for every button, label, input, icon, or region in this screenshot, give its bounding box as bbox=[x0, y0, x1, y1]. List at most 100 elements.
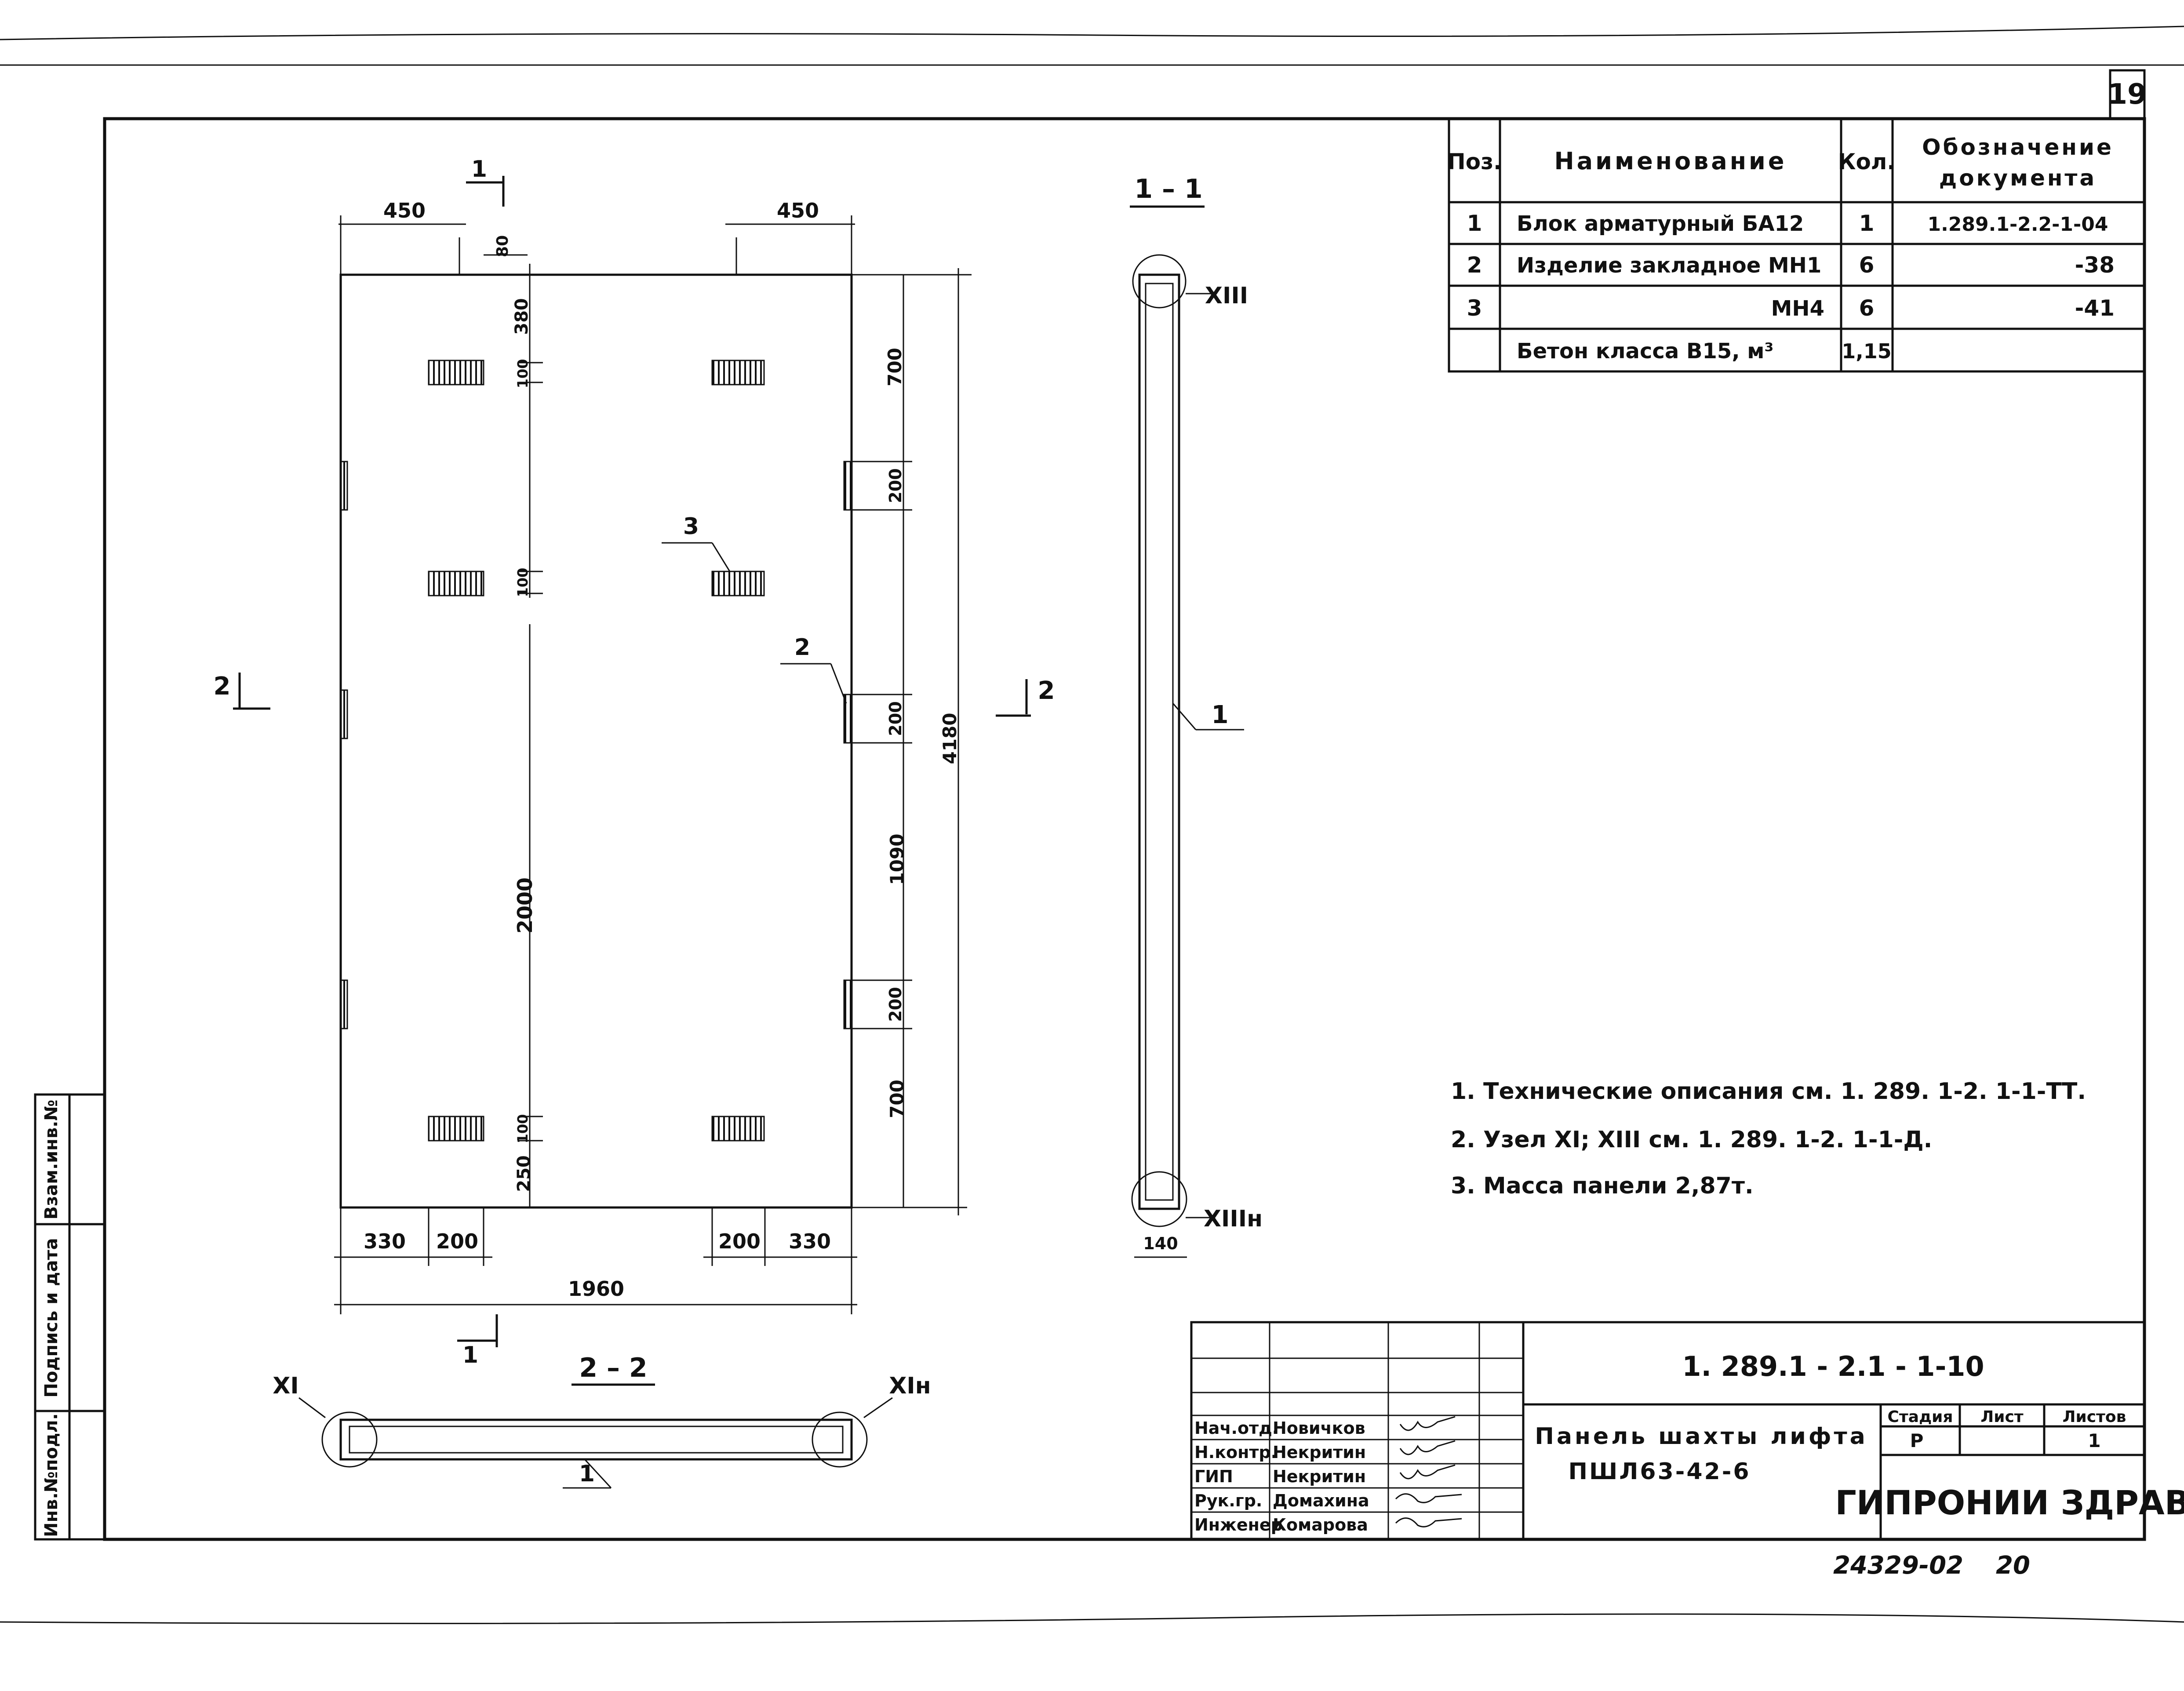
node-xi-right: XIн bbox=[889, 1373, 931, 1399]
embedded-plate-mn4 bbox=[428, 571, 484, 596]
staff-name-3: Некритин bbox=[1273, 1467, 1366, 1486]
spec-header-doc-1: Обозначение bbox=[1922, 135, 2114, 160]
dim-700-a: 700 bbox=[884, 348, 906, 386]
embedded-plate-mn1 bbox=[843, 694, 852, 744]
staff-role-2: Н.контр. bbox=[1194, 1443, 1277, 1462]
node-xi-left: XI bbox=[273, 1373, 298, 1399]
embedded-plate-mn1 bbox=[843, 979, 852, 1029]
signature bbox=[1399, 1416, 1456, 1431]
section-2-2-title: 2 – 2 bbox=[579, 1353, 647, 1383]
dim-top-450-left: 450 bbox=[383, 199, 426, 222]
node-xiii-top: XIII bbox=[1205, 283, 1248, 309]
staff-role-1: Нач.отд. bbox=[1194, 1418, 1278, 1438]
drawing-frame bbox=[103, 117, 2146, 1541]
dim-top-80: 80 bbox=[494, 235, 512, 257]
drawing-mark: ПШЛ63-42-6 bbox=[1568, 1458, 1751, 1485]
sheet-label: Лист bbox=[1980, 1408, 2023, 1426]
sheet-edge-bottom bbox=[0, 1613, 2184, 1624]
dim-200-a: 200 bbox=[886, 468, 905, 503]
section-2-2: 2 – 2 XI XIн 1 bbox=[273, 1353, 931, 1489]
organization-name: ГИПРОНИИ ЗДРАВ bbox=[1835, 1483, 2184, 1522]
spec-row-2-name: Изделие закладное МН1 bbox=[1517, 253, 1821, 278]
dim-200-b: 200 bbox=[886, 701, 905, 736]
embedded-plate-mn4 bbox=[428, 360, 484, 385]
dim-top-450-right: 450 bbox=[777, 199, 819, 222]
signature bbox=[1399, 1440, 1456, 1455]
spec-header-qty: Кол. bbox=[1838, 149, 1896, 175]
dim-100-a: 100 bbox=[514, 359, 531, 389]
spec-row-1-name: Блок арматурный БА12 bbox=[1517, 211, 1804, 236]
section-1-1: 1 – 1 XIII XIIIн 1 140 bbox=[1130, 174, 1263, 1258]
spec-row-3-doc: -41 bbox=[2075, 295, 2115, 321]
staff-name-2: Некритин bbox=[1273, 1443, 1366, 1462]
document-code: 1. 289.1 - 2.1 - 1-10 bbox=[1682, 1350, 1984, 1382]
dim-200-c: 200 bbox=[886, 987, 905, 1022]
sheet-edge-top bbox=[0, 25, 2184, 40]
dim-330-left: 330 bbox=[364, 1229, 406, 1253]
note-2: 2. Узел XI; XIII см. 1. 289. 1-2. 1-1-Д. bbox=[1451, 1127, 1932, 1153]
spec-row-4-name: Бетон класса В15, м³ bbox=[1517, 339, 1774, 364]
staff-name-1: Новичков bbox=[1273, 1418, 1365, 1438]
embedded-plate-mn4 bbox=[428, 1116, 484, 1142]
sheets-value: 1 bbox=[2088, 1430, 2100, 1451]
spec-row-1-doc: 1.289.1-2.2-1-04 bbox=[1927, 213, 2108, 236]
embedded-plate-mn4 bbox=[711, 1116, 765, 1142]
embedded-plate-mn4 bbox=[711, 360, 765, 385]
callout-item-2: 2 bbox=[794, 634, 810, 661]
section-mark-1-top: 1 bbox=[471, 156, 487, 182]
node-xiii-bottom: XIIIн bbox=[1204, 1206, 1263, 1232]
spec-row-3-pos: 3 bbox=[1467, 295, 1482, 321]
archive-suffix: 20 bbox=[1996, 1551, 2030, 1580]
title-block: Нач.отд. Новичков Н.контр. Некритин ГИП … bbox=[1190, 1321, 2184, 1541]
signature bbox=[1395, 1493, 1462, 1503]
stamp-sign-date: Подпись и дата bbox=[41, 1238, 62, 1397]
staff-name-4: Домахина bbox=[1273, 1491, 1369, 1510]
staff-role-3: ГИП bbox=[1194, 1467, 1233, 1486]
staff-role-5: Инженер bbox=[1194, 1515, 1283, 1535]
dim-140: 140 bbox=[1143, 1234, 1178, 1253]
signature bbox=[1395, 1517, 1462, 1527]
dim-2000: 2000 bbox=[513, 877, 537, 934]
spec-row-2-doc: -38 bbox=[2075, 252, 2115, 278]
signature bbox=[1399, 1464, 1456, 1480]
dim-4180: 4180 bbox=[939, 713, 961, 764]
spec-row-3-qty: 6 bbox=[1859, 295, 1875, 321]
embedded-plate-mn4 bbox=[711, 571, 765, 596]
side-stamp: Инв.№подл. Подпись и дата Взам.инв.№ bbox=[34, 1093, 106, 1541]
section-1-1-callout: 1 bbox=[1212, 701, 1229, 729]
notes: 1. Технические описания см. 1. 289. 1-2.… bbox=[1451, 1078, 2086, 1199]
section-mark-2-right: 2 bbox=[1038, 676, 1055, 705]
embedded-plate-mn1 bbox=[340, 461, 348, 511]
spec-header-pos: Поз. bbox=[1447, 149, 1502, 175]
drawing-title: Панель шахты лифта bbox=[1535, 1423, 1867, 1450]
panel-main-view: 450 450 80 380 100 100 2000 100 250 700 … bbox=[214, 156, 1055, 1368]
staff-role-4: Рук.гр. bbox=[1194, 1491, 1262, 1510]
archive-code: 24329-02 bbox=[1833, 1551, 1963, 1580]
section-2-2-callout: 1 bbox=[579, 1461, 595, 1487]
dim-250: 250 bbox=[514, 1155, 534, 1192]
staff-name-5: Комарова bbox=[1273, 1515, 1368, 1535]
spec-header-doc-2: документа bbox=[1939, 165, 2097, 191]
embedded-plate-mn1 bbox=[843, 461, 852, 511]
note-3: 3. Масса панели 2,87т. bbox=[1451, 1173, 1754, 1199]
spec-row-3-name: МН4 bbox=[1771, 296, 1824, 321]
embedded-plate-mn1 bbox=[340, 689, 348, 739]
spec-header-name: Наименование bbox=[1554, 147, 1787, 175]
sheets-label: Листов bbox=[2063, 1408, 2126, 1426]
spec-row-1-pos: 1 bbox=[1467, 211, 1482, 236]
spec-row-2-pos: 2 bbox=[1467, 252, 1482, 278]
callout-item-3: 3 bbox=[683, 513, 699, 540]
dim-1090: 1090 bbox=[886, 834, 908, 885]
dim-200-bottom-right: 200 bbox=[718, 1229, 761, 1253]
section-mark-2-left: 2 bbox=[214, 672, 231, 701]
stamp-replace-inv: Взам.инв.№ bbox=[41, 1100, 62, 1220]
embedded-plate-mn1 bbox=[340, 979, 348, 1029]
stamp-inv-no: Инв.№подл. bbox=[41, 1413, 62, 1537]
spec-row-1-qty: 1 bbox=[1859, 211, 1875, 236]
dim-330-right: 330 bbox=[789, 1229, 831, 1253]
spec-row-4-qty: 1,15 bbox=[1842, 339, 1892, 363]
spec-row-2-qty: 6 bbox=[1859, 252, 1875, 278]
sheet-number: 19 bbox=[2108, 78, 2147, 111]
dim-200-bottom-left: 200 bbox=[436, 1229, 478, 1253]
